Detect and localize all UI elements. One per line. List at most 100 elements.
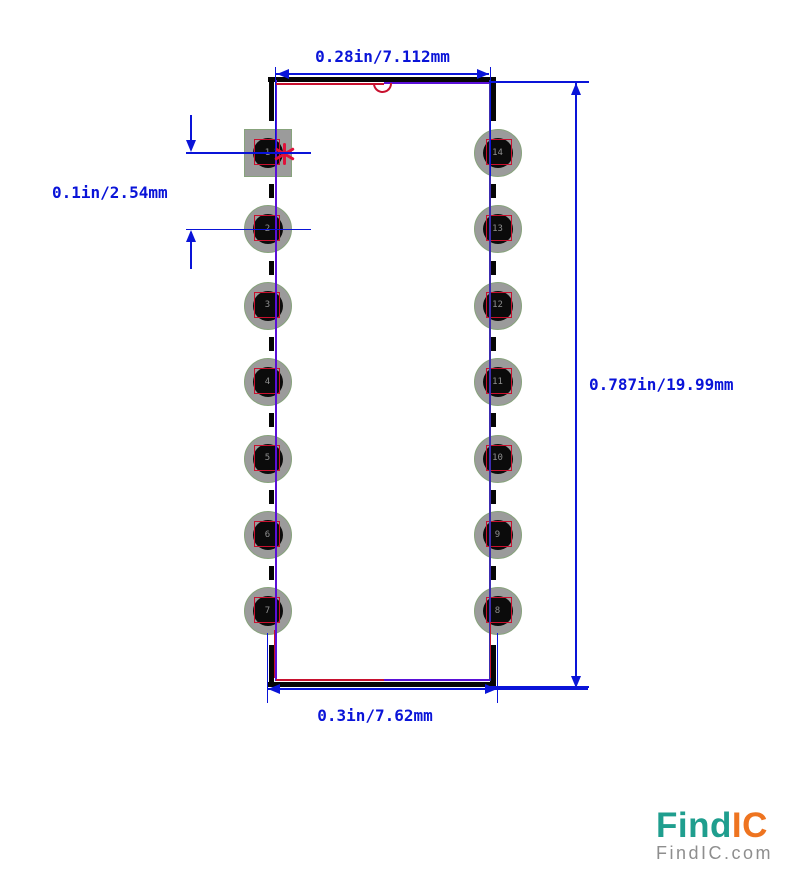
- pad-14: 14: [473, 129, 522, 177]
- fab-bottom-line: [276, 678, 384, 681]
- pad-fab-outline: [253, 368, 280, 395]
- dim-right-arrow-down: [570, 675, 581, 688]
- pad-fab-outline: [485, 444, 512, 471]
- pad-fab-outline: [253, 444, 280, 471]
- findic-logo-domain: FindIC.com: [656, 843, 774, 863]
- dim-top-ext-right: [489, 67, 491, 176]
- pin-number: 6: [264, 529, 271, 540]
- dim-pitch-ext-upper: [189, 115, 192, 149]
- silkscreen-bottom-edge: [268, 681, 496, 687]
- pin-number: 5: [264, 453, 271, 464]
- pad-11: 11: [473, 358, 522, 407]
- pin1-notch-icon: [373, 82, 392, 93]
- silkscreen-dash: [268, 489, 274, 504]
- dim-bottom-arrow-left: [267, 684, 280, 694]
- dim-bottom-arrow-right: [484, 684, 497, 694]
- pad-fab-outline: [253, 597, 280, 624]
- dim-label-bottom: 0.3in/7.62mm: [317, 706, 433, 725]
- dim-pitch-arrow-down: [185, 140, 196, 152]
- dim-bottom-line: [267, 688, 588, 690]
- pin-number: 4: [264, 376, 271, 387]
- pad-fab-outline: [485, 215, 512, 242]
- silkscreen-right-bottom-bar: [490, 645, 496, 682]
- silkscreen-dash: [490, 260, 496, 275]
- pad-hole: [482, 596, 513, 627]
- pad-fab-outline: [253, 521, 280, 547]
- pad-fab-outline: [485, 597, 512, 624]
- pad-4: 4: [243, 358, 292, 407]
- pad-hole: [252, 443, 283, 474]
- dim-label-right: 0.787in/19.99mm: [589, 375, 734, 394]
- silkscreen-dash: [490, 489, 496, 504]
- silkscreen-right-top-bar: [490, 82, 496, 121]
- logo-ic-text: IC: [731, 806, 768, 845]
- silkscreen-dash: [490, 566, 496, 581]
- dim-top-arrow-left: [276, 68, 289, 79]
- fab-right-bottom-line: [489, 622, 491, 678]
- pad-3: 3: [243, 281, 292, 330]
- pad-hole: [252, 290, 283, 321]
- pad-fab-outline: [253, 215, 280, 242]
- fab-top-line-overlap: [384, 82, 489, 84]
- silkscreen-dash: [268, 260, 274, 275]
- pad-hole: [482, 443, 513, 474]
- pad-hole: [482, 520, 513, 550]
- findic-logo[interactable]: FindIC FindIC.com: [656, 806, 774, 863]
- fab-top-line: [276, 82, 384, 85]
- dim-bottom-ext-left: [266, 633, 268, 703]
- silkscreen-top-edge: [268, 76, 496, 82]
- pad-7: 7: [243, 587, 292, 636]
- dim-bottom-ext-right: [496, 633, 498, 703]
- silkscreen-dash: [490, 184, 496, 199]
- pad-8: 8: [473, 587, 522, 636]
- pin-number: 8: [494, 605, 501, 616]
- pad-hole: [252, 367, 283, 398]
- dim-label-top: 0.28in/7.112mm: [315, 47, 450, 66]
- findic-logo-wordmark: FindIC: [656, 806, 773, 845]
- silkscreen-dash: [268, 566, 274, 581]
- silkscreen-left-bottom-bar: [268, 645, 274, 682]
- dim-pitch-line-pin2: [186, 228, 311, 231]
- pad-fab-outline: [253, 291, 280, 318]
- fab-left-bottom-line: [273, 630, 275, 678]
- pin-number: 9: [494, 529, 501, 540]
- body-left-edge: [275, 80, 277, 681]
- pad-hole: [482, 290, 513, 321]
- silkscreen-dash: [268, 184, 274, 199]
- pad-fab-outline: [485, 521, 512, 547]
- dim-pitch-line-pin1: [186, 152, 311, 154]
- dim-bottom-ext-horizontal: [489, 685, 589, 688]
- pin-number: 11: [492, 376, 503, 387]
- dim-right-line: [574, 82, 577, 688]
- pad-hole: [252, 596, 283, 627]
- pad-5: 5: [243, 434, 292, 483]
- silkscreen-dash: [268, 413, 274, 428]
- pin-number: 10: [492, 453, 503, 464]
- fab-bottom-line-overlap: [384, 678, 489, 681]
- pad-9: 9: [473, 511, 522, 559]
- dim-top-ext-left: [274, 67, 276, 151]
- pin-number: 7: [264, 605, 271, 616]
- dim-top-arrow-right: [476, 68, 489, 79]
- pad-fab-outline: [485, 368, 512, 395]
- pad-12: 12: [473, 281, 522, 330]
- body-right-edge: [489, 80, 491, 681]
- silkscreen-left-top-bar: [268, 82, 274, 121]
- logo-find-text: Find: [656, 806, 732, 845]
- silkscreen-dash: [490, 337, 496, 351]
- pin-number: 12: [492, 300, 503, 311]
- pad-10: 10: [473, 434, 522, 483]
- pad-hole: [482, 214, 513, 245]
- dim-pitch-ext-lower: [189, 232, 192, 269]
- dim-top-line: [276, 72, 489, 75]
- dim-top-ext-horizontal: [489, 80, 589, 83]
- pad-hole: [482, 367, 513, 398]
- dim-label-left-pitch: 0.1in/2.54mm: [52, 183, 168, 202]
- pin-number: 14: [492, 147, 503, 158]
- dim-pitch-arrow-up: [185, 229, 196, 242]
- pad-fab-outline: [485, 291, 512, 318]
- pad-hole: [252, 520, 283, 550]
- silkscreen-dash: [268, 337, 274, 351]
- pad-13: 13: [473, 205, 522, 254]
- pad-6: 6: [243, 511, 292, 559]
